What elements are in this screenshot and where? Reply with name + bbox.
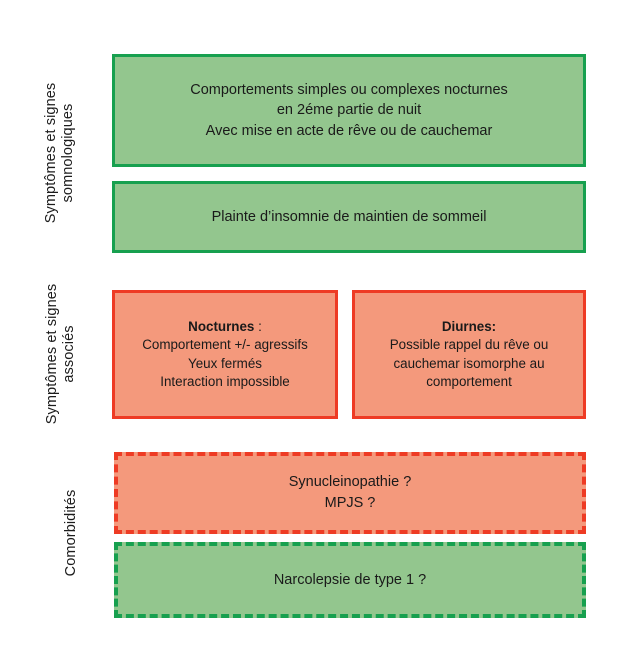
box-nocturnal-behaviours-line1: Comportements simples ou complexes noctu… [190,81,508,98]
box-comorbidity-synucleinopathy-line2: MPJS ? [324,495,376,511]
box-insomnia-complaint-line1: Plainte d’insomnie de maintien de sommei… [211,208,487,225]
row-label-somnologiques: Symptômes et signes somnologiques [37,53,83,253]
box-associated-diurnes-heading: Diurnes: [441,318,497,334]
box-associated-nocturnes-heading-suffix: : [254,318,262,334]
row-label-comorbidites: Comorbidités [61,473,83,593]
box-nocturnal-behaviours-line3: Avec mise en acte de rêve ou de cauchema… [205,122,493,139]
row-label-associes-line2: associés [61,325,77,383]
box-associated-nocturnes-heading-text: Nocturnes [188,318,255,334]
box-comorbidity-synucleinopathy: Synucleinopathie ? MPJS ? [114,452,586,534]
box-associated-nocturnes-heading: Nocturnes : [125,318,325,337]
box-comorbidity-narcolepsy-line1: Narcolepsie de type 1 ? [273,571,427,588]
box-associated-nocturnes-line3: Interaction impossible [160,374,290,389]
box-comorbidity-synucleinopathy-line1: Synucleinopathie ? [288,474,412,491]
box-associated-nocturnes: Nocturnes : Comportement +/- agressifs Y… [112,290,338,419]
box-associated-diurnes-line3: comportement [426,374,512,389]
box-insomnia-complaint: Plainte d’insomnie de maintien de sommei… [112,181,586,253]
row-label-somnologiques-line1: Symptômes et signes [42,82,59,224]
box-associated-nocturnes-line2: Yeux fermés [188,355,262,371]
box-nocturnal-behaviours: Comportements simples ou complexes noctu… [112,54,586,167]
row-label-associes-line1: Symptômes et signes [43,283,60,425]
box-associated-diurnes: Diurnes: Possible rappel du rêve ou cauc… [352,290,586,419]
row-label-somnologiques-line2: somnologiques [60,103,76,203]
box-nocturnal-behaviours-line2: en 2éme partie de nuit [276,102,422,119]
box-associated-diurnes-line2: cauchemar isomorphe au [393,355,545,371]
row-label-associes: Symptômes et signes associés [38,259,84,449]
box-associated-nocturnes-line1: Comportement +/- agressifs [142,337,308,352]
box-comorbidity-narcolepsy: Narcolepsie de type 1 ? [114,542,586,618]
box-associated-diurnes-line1: Possible rappel du rêve ou [389,337,549,352]
row-label-comorbidites-line1: Comorbidités [63,489,80,577]
